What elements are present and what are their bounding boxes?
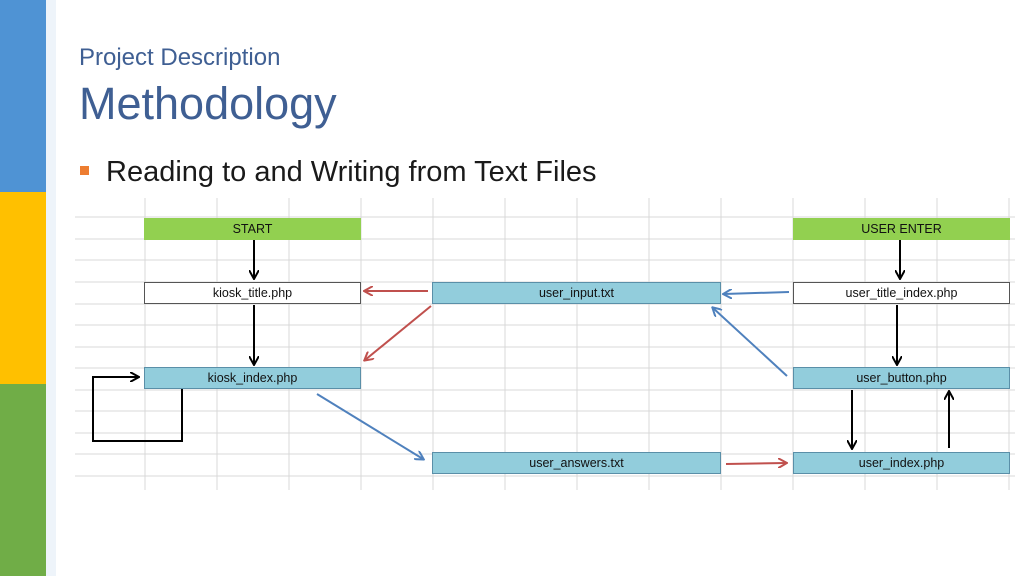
bullet-text: Reading to and Writing from Text Files (106, 156, 597, 188)
node-user-input: user_input.txt (432, 282, 721, 304)
node-user-answers: user_answers.txt (432, 452, 721, 474)
red-arrows (365, 291, 786, 464)
accent-bar-blue (0, 0, 46, 192)
arrow-kiosk-index-loop (92, 377, 183, 442)
arrow-user-button-to-user-input (713, 308, 788, 377)
arrow-user-input-to-kiosk-index (365, 305, 432, 360)
arrow-user-answers-to-user-index (725, 463, 786, 464)
accent-bar-edge (46, 0, 56, 576)
flow-diagram: START USER ENTER kiosk_title.php user_in… (75, 198, 1015, 490)
accent-bar-green (0, 384, 46, 576)
arrow-kiosk-index-to-user-answers (316, 393, 423, 459)
node-start: START (144, 218, 361, 240)
node-user-button: user_button.php (793, 367, 1010, 389)
slide-subtitle: Project Description (79, 44, 281, 71)
black-arrows (92, 240, 949, 448)
bullet-marker (80, 166, 89, 175)
grid-lines (75, 198, 1015, 490)
accent-bar-yellow (0, 192, 46, 384)
arrow-user-title-index-to-user-input (724, 292, 790, 294)
node-user-enter: USER ENTER (793, 218, 1010, 240)
node-user-title-index: user_title_index.php (793, 282, 1010, 304)
flow-diagram-canvas (75, 198, 1015, 490)
node-kiosk-index: kiosk_index.php (144, 367, 361, 389)
node-kiosk-title: kiosk_title.php (144, 282, 361, 304)
node-user-index: user_index.php (793, 452, 1010, 474)
blue-arrows (316, 292, 790, 459)
slide-title: Methodology (79, 78, 337, 129)
